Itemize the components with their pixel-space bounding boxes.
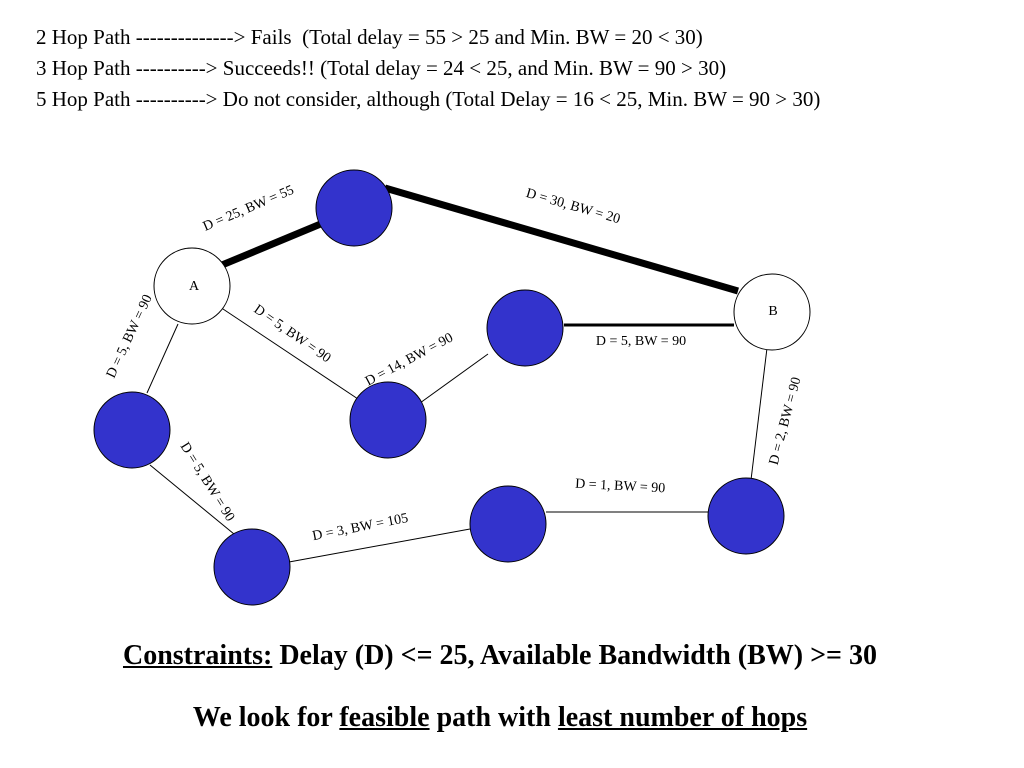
edge-label-a-n1: D = 25, BW = 55: [201, 183, 296, 235]
edge-label-n5-n6: D = 3, BW = 105: [311, 511, 409, 544]
edge-n7-b: [750, 347, 768, 481]
edge-label-n7-b: D = 2, BW = 90: [767, 376, 805, 467]
node-n3: [349, 381, 427, 459]
constraints-label: Constraints:: [122, 640, 273, 671]
edge-label-a-n4: D = 5, BW = 90: [104, 292, 156, 380]
goal-prefix: We look for: [192, 702, 340, 733]
goal-statement: We look for feasible path with least num…: [0, 702, 1000, 734]
edge-n3-n2: [419, 353, 489, 404]
node-n2: [486, 289, 564, 367]
edge-a-n1: [220, 219, 325, 269]
node-n1: [315, 169, 393, 247]
edge-n5-n6: [288, 528, 471, 563]
three-hop-path-line: 3 Hop Path ----------> Succeeds!! (Total…: [36, 56, 727, 80]
five-hop-path-line: 5 Hop Path ----------> Do not consider, …: [36, 87, 821, 111]
edge-a-n3: [216, 304, 359, 400]
goal-feasible: feasible: [339, 702, 430, 733]
path-summary: 2 Hop Path --------------> Fails (Total …: [36, 22, 820, 115]
node-a-label: A: [189, 279, 200, 294]
edge-a-n4: [146, 323, 179, 394]
node-n5: [213, 528, 291, 606]
node-a: [153, 247, 231, 325]
goal-least-hops: least number of hops: [557, 702, 808, 733]
two-hop-path-line: 2 Hop Path --------------> Fails (Total …: [36, 25, 703, 49]
node-b: [733, 273, 811, 351]
edge-label-n2-b: D = 5, BW = 90: [596, 334, 686, 349]
edge-label-n6-n7: D = 1, BW = 90: [575, 477, 666, 497]
node-n4: [93, 391, 171, 469]
constraints-text: Delay (D) <= 25, Available Bandwidth (BW…: [272, 640, 877, 671]
node-b-label: B: [768, 304, 777, 319]
edge-n1-b: [384, 184, 739, 295]
edge-label-a-n3: D = 5, BW = 90: [251, 302, 333, 366]
goal-middle: path with: [429, 702, 558, 733]
constraints-statement: Constraints: Delay (D) <= 25, Available …: [0, 640, 1000, 672]
edge-n4-n5: [149, 464, 235, 535]
node-n6: [469, 485, 547, 563]
node-n7: [707, 477, 785, 555]
edge-label-n3-n2: D = 14, BW = 90: [363, 330, 456, 389]
edge-label-n1-b: D = 30, BW = 20: [524, 186, 622, 227]
